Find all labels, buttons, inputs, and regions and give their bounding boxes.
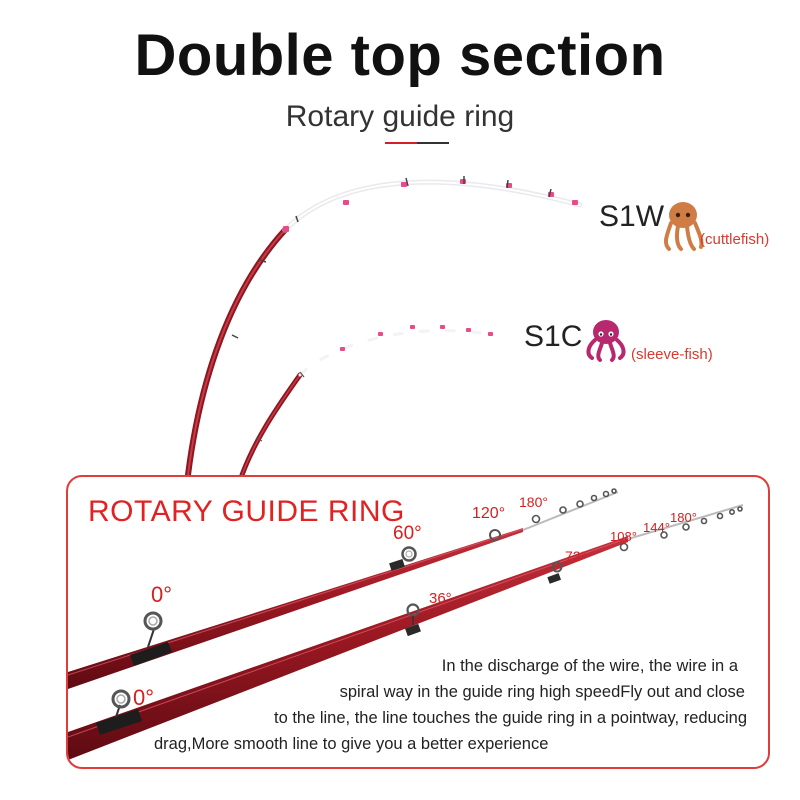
s1c-species-label: (sleeve-fish) — [631, 346, 713, 363]
description-line-4: drag,More smooth line to give you a bett… — [154, 735, 549, 753]
upper-angle-180: 180° — [519, 494, 548, 510]
lower-guide-ring-36 — [405, 603, 421, 637]
lower-angle-180: 180° — [670, 510, 697, 525]
lower-angle-0: 0° — [133, 685, 155, 710]
rotary-guide-ring-panel: ROTARY GUIDE RING — [66, 475, 770, 769]
cuttlefish-icon — [663, 202, 704, 251]
lower-tip-rings — [619, 506, 743, 552]
upper-guide-ring-120 — [489, 529, 501, 541]
description-line-3: to the line, the line touches the guide … — [273, 709, 747, 727]
lower-angle-144: 144° — [643, 520, 670, 535]
rod-tips-illustration — [185, 176, 704, 478]
lower-guide-ring-72 — [547, 561, 563, 584]
panel-title: ROTARY GUIDE RING — [88, 495, 405, 528]
upper-angle-0: 0° — [151, 582, 173, 607]
s1w-species-label: (cuttlefish) — [700, 231, 770, 248]
upper-guide-ring-0 — [130, 611, 172, 666]
guide-ring-rods-illustration — [68, 488, 744, 760]
description-line-1: In the discharge of the wire, the wire i… — [441, 657, 738, 675]
subtitle-underline-red — [385, 142, 417, 144]
upper-guide-ring-60 — [389, 546, 417, 571]
s1c-rod — [239, 325, 497, 478]
page-subtitle: Rotary guide ring — [285, 100, 515, 133]
subtitle-underline-dark — [417, 142, 449, 144]
octopus-icon — [586, 320, 626, 362]
upper-angle-120: 120° — [472, 505, 506, 522]
lower-guide-ring-0 — [96, 689, 142, 735]
s1c-model-label: S1C — [524, 320, 583, 353]
lower-angle-72: 72° — [565, 548, 587, 564]
description-line-2: spiral way in the guide ring high speedF… — [339, 683, 745, 701]
upper-angle-60: 60° — [393, 523, 422, 544]
s1w-rod — [185, 176, 583, 478]
lower-angle-108: 108° — [610, 529, 637, 544]
upper-tip-rings — [531, 488, 617, 524]
page-title: Double top section — [134, 23, 666, 88]
lower-rod — [68, 504, 744, 760]
lower-angle-36: 36° — [429, 590, 452, 607]
upper-rod — [68, 488, 619, 689]
s1w-model-label: S1W — [599, 200, 665, 233]
